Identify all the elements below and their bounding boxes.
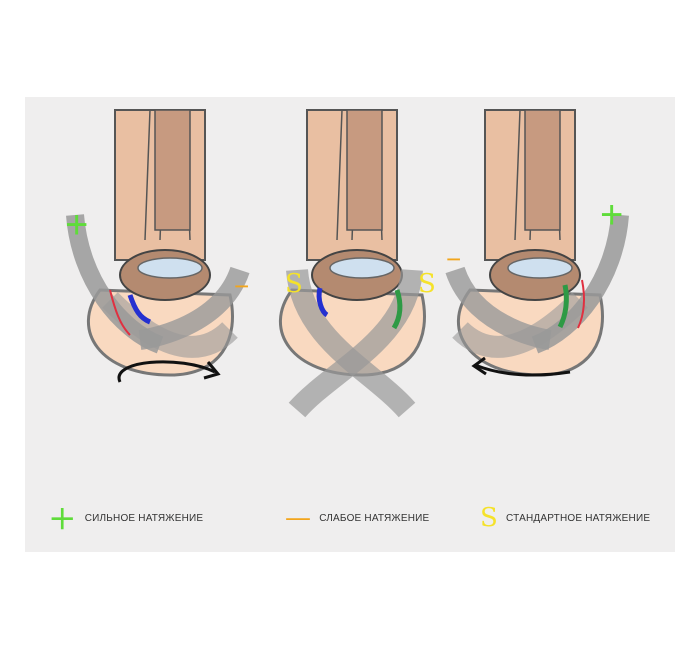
legend-label: СЛАБОЕ НАТЯЖЕНИЕ (319, 512, 430, 524)
ankle-left (66, 108, 250, 383)
ankle-middle (278, 108, 426, 418)
s-icon: S (480, 503, 499, 533)
standard-tension-marker: S (418, 269, 436, 299)
legend-weak: — СЛАБОЕ НАТЯЖЕНИЕ (285, 505, 429, 531)
standard-tension-marker: S (285, 269, 303, 299)
minus-icon: — (285, 503, 312, 533)
legend-label: СИЛЬНОЕ НАТЯЖЕНИЕ (84, 512, 204, 524)
strong-tension-marker: + (65, 203, 88, 247)
ankle-right (445, 108, 629, 377)
weak-tension-marker: − (446, 244, 461, 274)
legend-standard: S СТАНДАРТНОЕ НАТЯЖЕНИЕ (480, 505, 650, 531)
weak-tension-marker: − (234, 271, 249, 301)
plus-icon: + (48, 498, 77, 538)
legend-label: СТАНДАРТНОЕ НАТЯЖЕНИЕ (506, 512, 651, 524)
strong-tension-marker: + (600, 193, 623, 237)
legend-strong: + СИЛЬНОЕ НАТЯЖЕНИЕ (48, 498, 204, 538)
